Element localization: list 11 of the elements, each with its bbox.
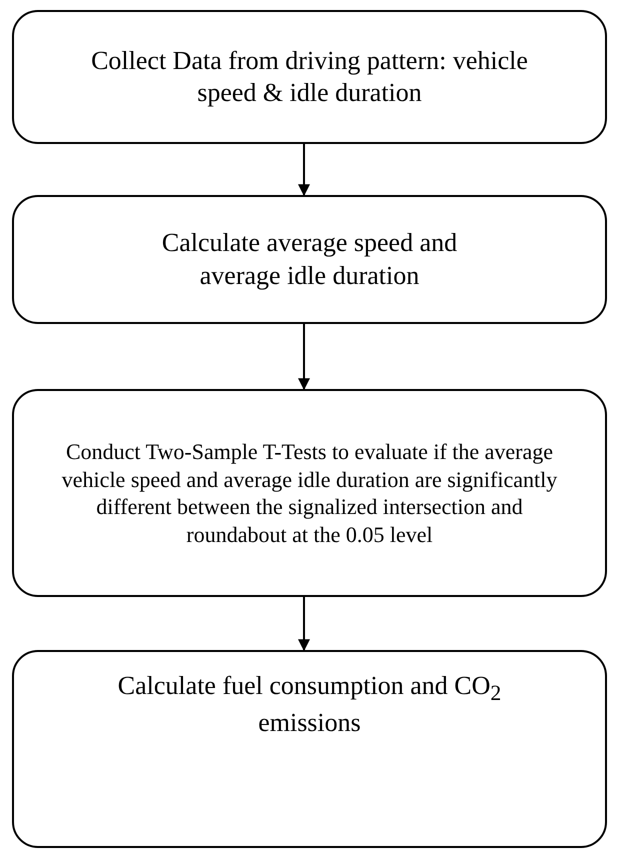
arrow [298, 597, 310, 652]
step-text: Calculate fuel consumption and CO$_{2}$ emissions [116, 670, 502, 740]
process-box [12, 195, 607, 324]
step-text: Conduct Two-Sample T-Tests to evaluate if the average vehicle speed and average idle duration are significantly different between the signalized intersection and roundabout at the 0.05 level [60, 438, 558, 548]
arrow [298, 144, 310, 196]
process-box [12, 389, 607, 597]
arrow [298, 324, 310, 390]
process-box [12, 10, 607, 144]
process-box [12, 650, 607, 848]
step-text: Collect Data from driving pattern: vehicle speed & idle duration [90, 44, 529, 109]
step-text: Calculate average speed and average idle duration [160, 227, 458, 292]
